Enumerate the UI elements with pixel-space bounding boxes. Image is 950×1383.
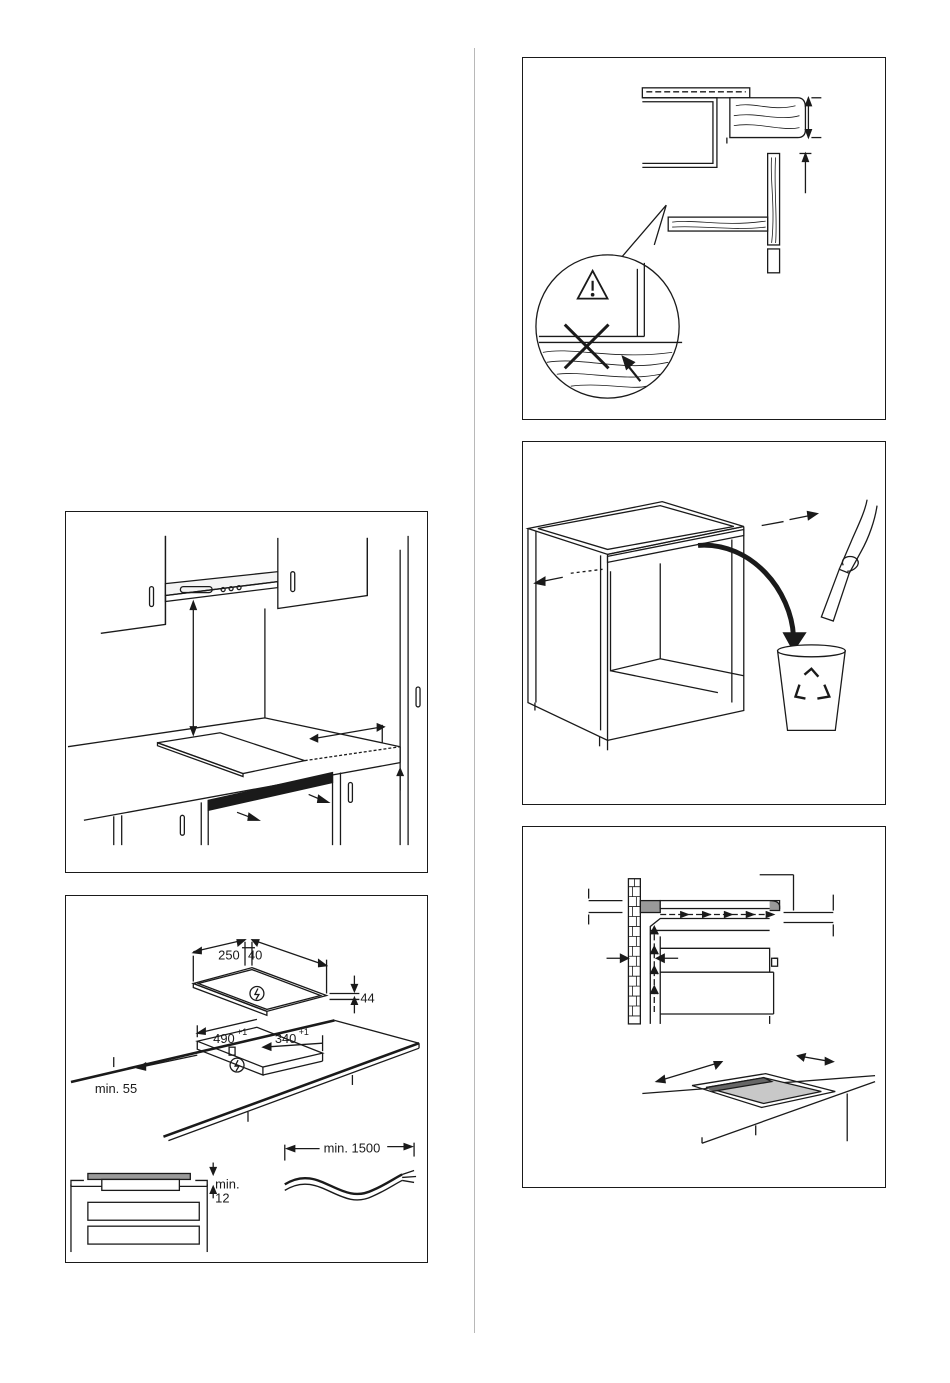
figure-ventilation: [522, 826, 886, 1188]
column-divider: [474, 48, 475, 1333]
dim-490-tolerance: +1: [237, 1027, 247, 1037]
kitchen-installation-drawing: [66, 512, 427, 872]
dim-min-1500-label: min. 1500: [324, 1141, 381, 1156]
hob-dimensions-drawing: 250 40 44 490 +1 340 +1 min. 55 min. 12 …: [66, 896, 427, 1262]
dim-490-label: 490: [213, 1031, 235, 1046]
figure-cabinet-recycle: [522, 441, 886, 805]
dim-340-label: 340: [275, 1031, 297, 1046]
dim-min-55-label: min. 55: [95, 1081, 137, 1096]
figure-hob-dimensions: 250 40 44 490 +1 340 +1 min. 55 min. 12 …: [65, 895, 428, 1263]
figure-sealing-warning: [522, 57, 886, 420]
dim-min-label: min.: [215, 1176, 239, 1191]
dim-44-label: 44: [360, 990, 374, 1005]
dim-40-label: 40: [248, 948, 262, 963]
ventilation-drawing: [523, 827, 885, 1187]
dim-250-label: 250: [218, 948, 240, 963]
dim-12-label: 12: [215, 1190, 229, 1205]
dim-340-tolerance: +1: [299, 1027, 309, 1037]
sealing-warning-drawing: [523, 58, 885, 419]
figure-kitchen-installation: [65, 511, 428, 873]
cabinet-recycle-drawing: [523, 442, 885, 804]
